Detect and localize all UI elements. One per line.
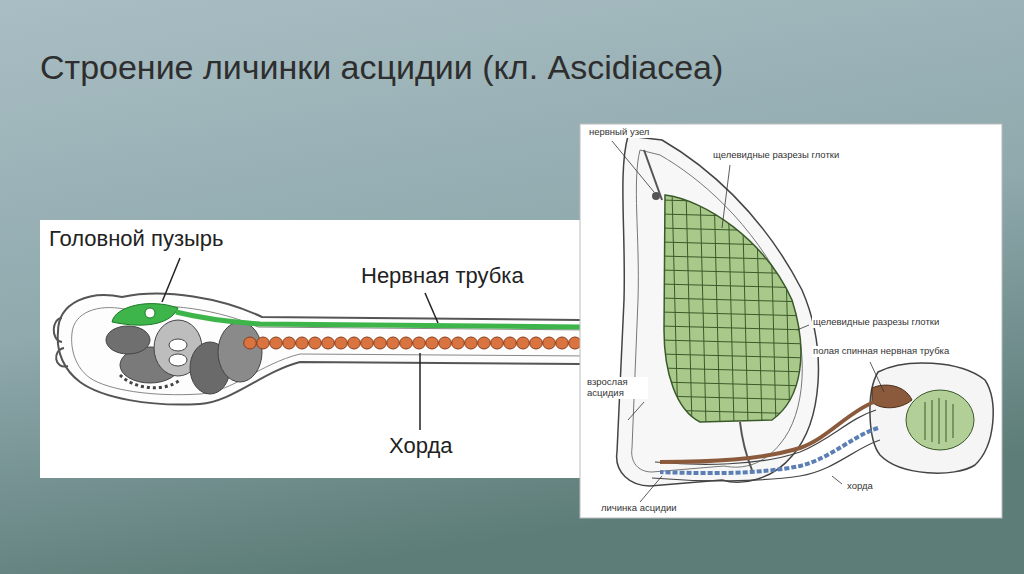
notochord-cell xyxy=(348,337,361,349)
gill-slit-row xyxy=(660,200,810,204)
notochord-cell xyxy=(257,337,270,349)
gill-slit-column xyxy=(770,190,776,425)
notochord-cell xyxy=(504,337,517,349)
gill-slit-row xyxy=(660,396,810,400)
adult-ascidian xyxy=(617,136,819,486)
notochord-cell xyxy=(309,337,322,349)
gill-slit-column xyxy=(686,190,692,425)
notochord-cell xyxy=(543,337,556,349)
notochord-cell xyxy=(426,337,439,349)
notochord-cell xyxy=(452,337,465,349)
notochord-cell xyxy=(465,337,478,349)
gill-slit-row xyxy=(660,270,810,274)
gill-slit-column xyxy=(756,190,762,425)
notochord-cell xyxy=(387,337,400,349)
gill-slit-row xyxy=(660,256,810,260)
larva-left xyxy=(54,294,580,405)
part-label: нервный узел xyxy=(588,127,650,138)
gill-slit-column xyxy=(700,190,706,425)
gill-slit-column xyxy=(672,190,678,425)
notochord-cell xyxy=(296,337,309,349)
part-label: Головной пузырь xyxy=(48,226,225,251)
notochord-cell xyxy=(361,337,374,349)
gill-slit-row xyxy=(660,368,810,372)
gill-slit-column xyxy=(784,190,790,425)
gill-slit-row xyxy=(660,382,810,386)
notochord-cell xyxy=(244,337,257,349)
part-label: личинка асцидии xyxy=(600,503,678,514)
notochord-cell xyxy=(322,337,335,349)
part-label: хорда xyxy=(846,481,874,492)
notochord-cell xyxy=(556,337,569,349)
gill-slit-row xyxy=(660,214,810,218)
gill-slit-row xyxy=(660,410,810,414)
gill-slit-column xyxy=(728,190,734,425)
notochord-cell xyxy=(413,337,426,349)
gill-slit-row xyxy=(660,298,810,302)
notochord-cell xyxy=(270,337,283,349)
part-label: щелевидные разрезы глотки xyxy=(712,150,840,161)
gill-slit-row xyxy=(660,228,810,232)
gill-slit-row xyxy=(660,424,810,428)
gill-slit-row xyxy=(660,354,810,358)
part-label: взрослая асцидия xyxy=(586,377,648,399)
notochord-cell xyxy=(374,337,387,349)
part-label: полая спинная нервная трубка xyxy=(812,346,950,357)
part-label: Хорда xyxy=(388,433,453,458)
gill-slit-column xyxy=(714,190,720,425)
gill-slit-column xyxy=(798,190,804,425)
notochord-cell xyxy=(517,337,530,349)
slide-title: Строение личинки асцидии (кл. Ascidiacea… xyxy=(40,48,723,87)
right-panel xyxy=(580,124,1002,518)
gill-slit-row xyxy=(660,284,810,288)
notochord-cell xyxy=(335,337,348,349)
part-label: щелевидные разрезы глотки xyxy=(812,317,940,328)
gill-slit-column xyxy=(742,190,748,425)
notochord-cell xyxy=(530,337,543,349)
notochord-cell xyxy=(478,337,491,349)
notochord-cell xyxy=(283,337,296,349)
notochord-cell xyxy=(439,337,452,349)
notochord-cell xyxy=(400,337,413,349)
notochord-cell xyxy=(491,337,504,349)
part-label: Нервная трубка xyxy=(360,263,525,288)
gill-slit-row xyxy=(660,242,810,246)
notochord-cell xyxy=(569,337,580,349)
larva-right xyxy=(652,363,993,481)
